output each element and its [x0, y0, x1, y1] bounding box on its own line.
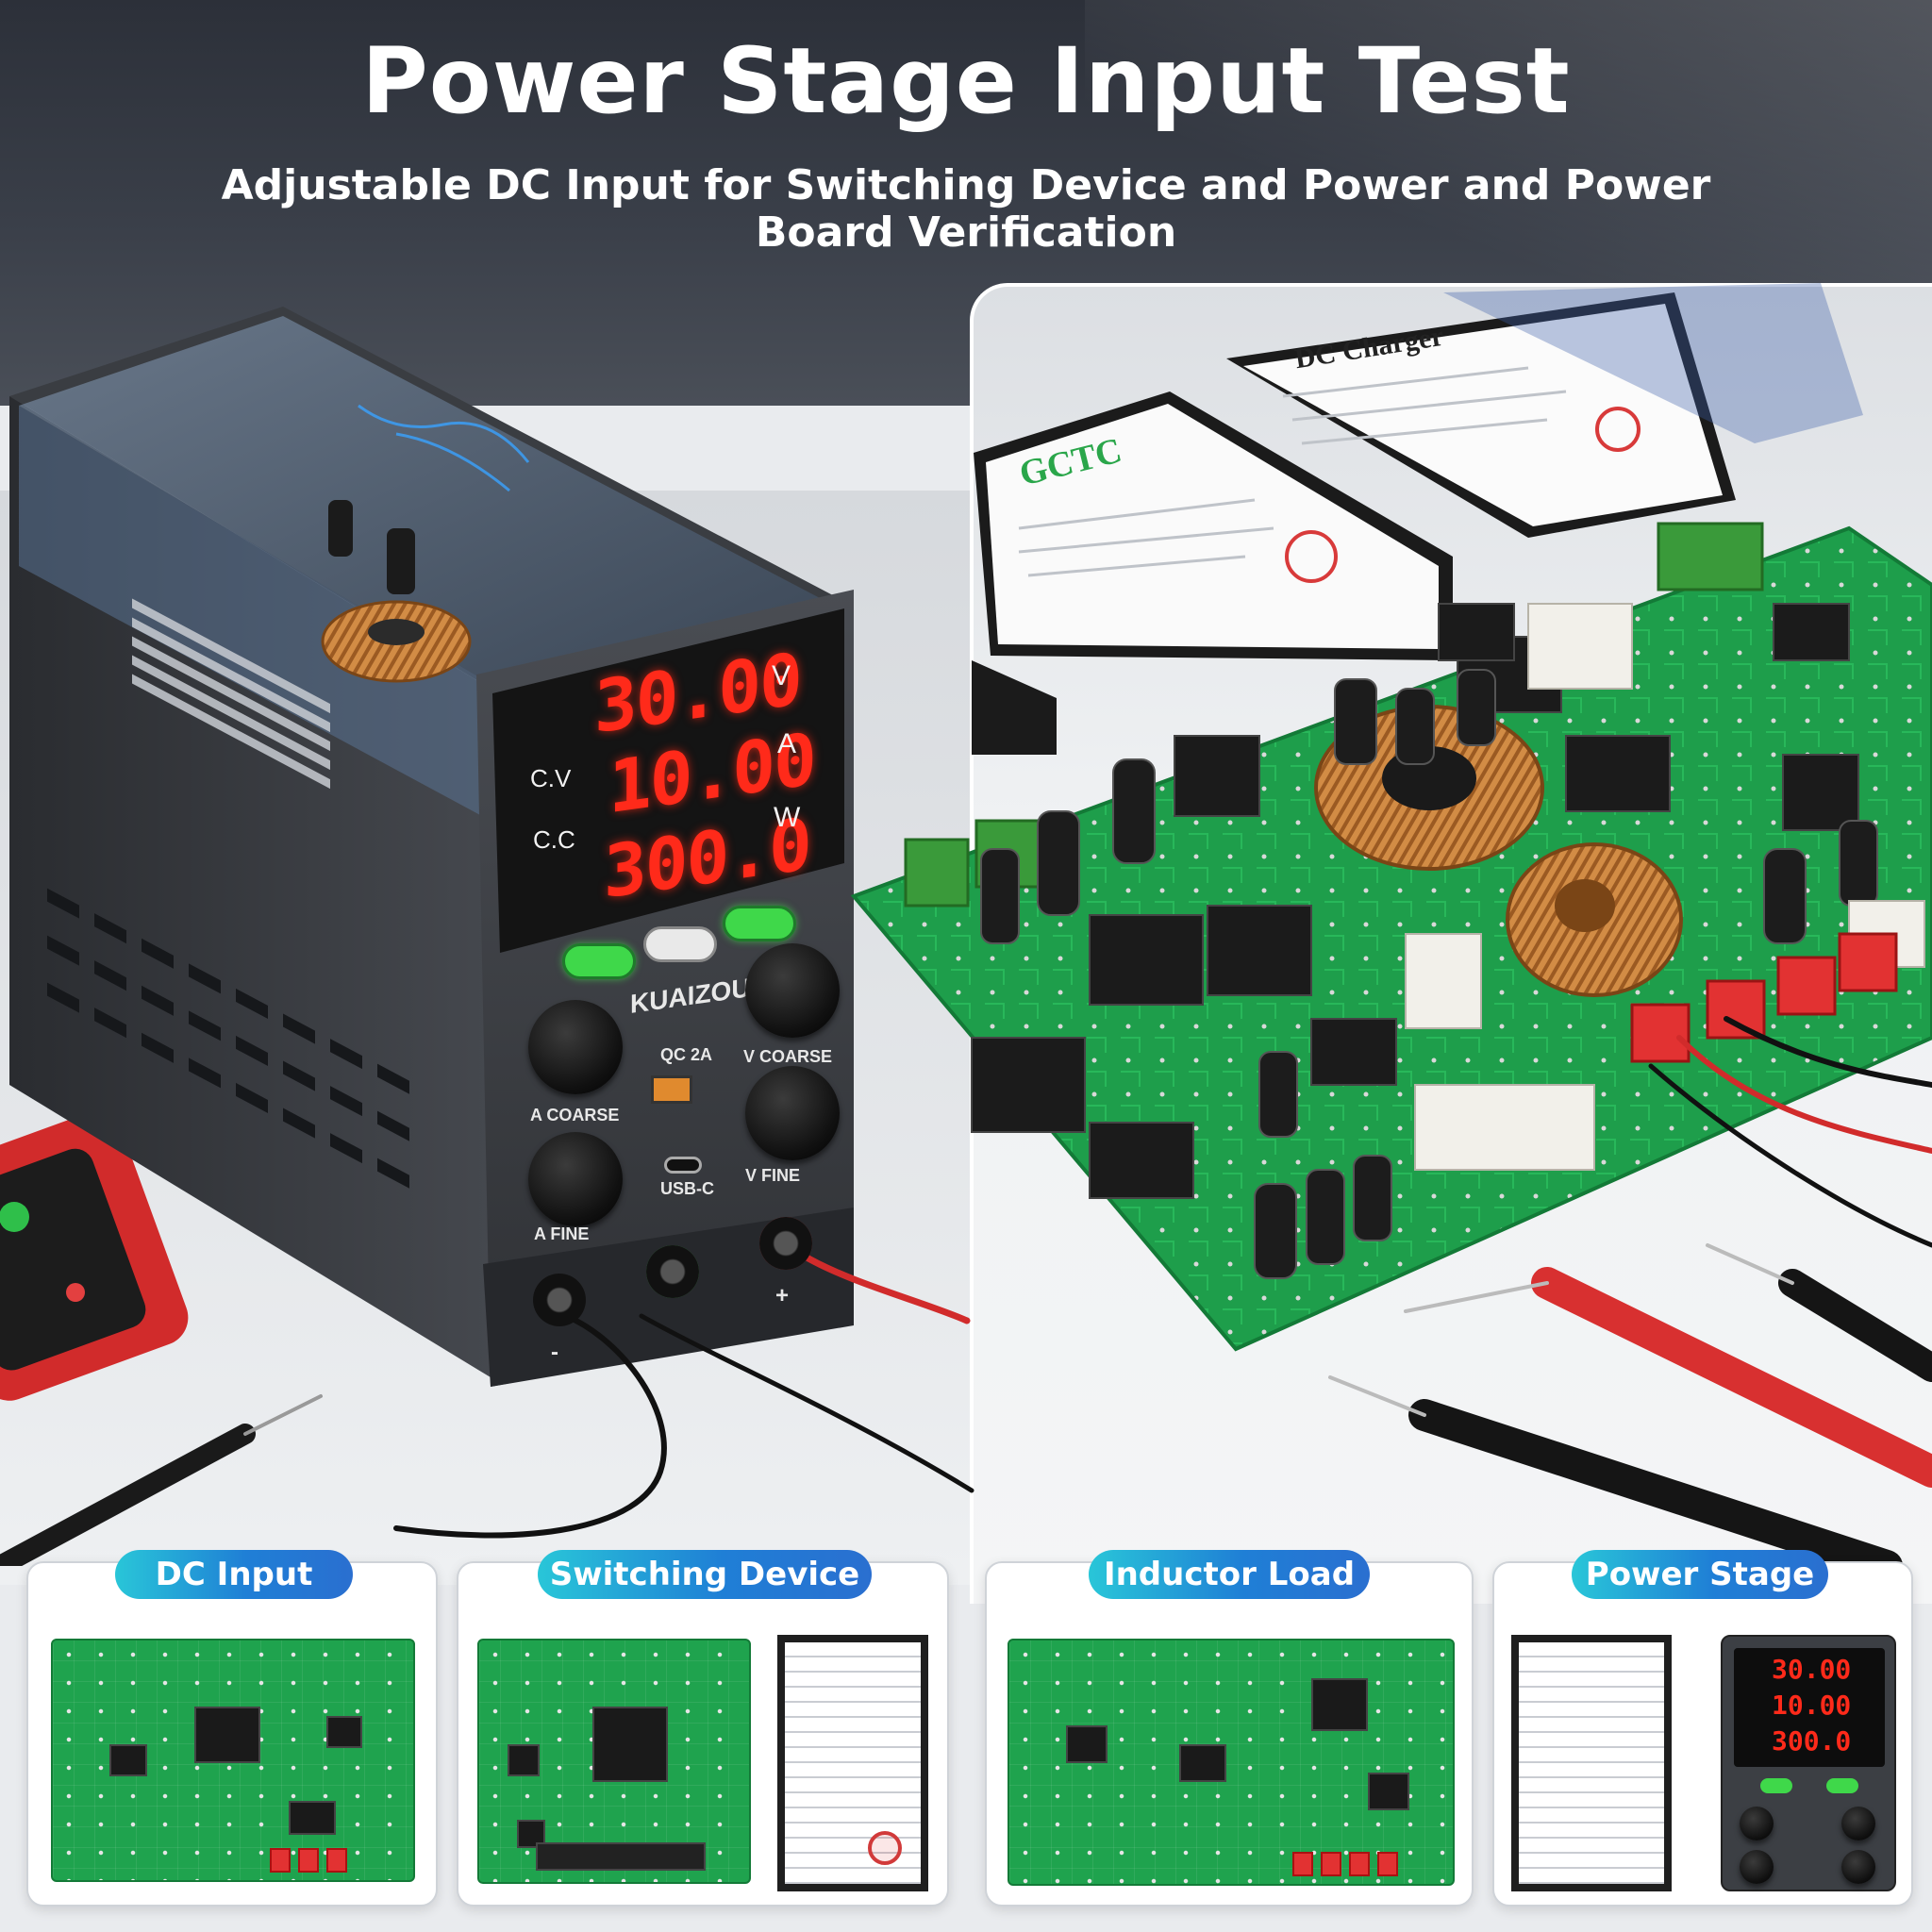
unit-voltage: V	[772, 660, 791, 691]
ground-terminal[interactable]	[646, 1245, 699, 1298]
positive-terminal[interactable]	[759, 1217, 812, 1270]
mini-display-line2: 10.00	[1772, 1690, 1852, 1721]
usb-c-port[interactable]	[664, 1157, 702, 1174]
card-mini-psu-image: 30.00 10.00 300.0	[1721, 1635, 1896, 1891]
output-button[interactable]	[562, 943, 636, 979]
usb-a-port[interactable]	[651, 1075, 692, 1104]
pcb-red-terminal	[1377, 1852, 1398, 1876]
terminal-neg-label: -	[551, 1340, 558, 1365]
card-certificate-image	[1511, 1635, 1672, 1891]
mini-display-line1: 30.00	[1772, 1654, 1852, 1685]
negative-terminal[interactable]	[533, 1274, 586, 1326]
mini-display-line3: 300.0	[1772, 1725, 1852, 1757]
pcb-red-terminal	[298, 1848, 319, 1873]
card-pcb-image	[1008, 1639, 1455, 1886]
unit-power: W	[774, 802, 801, 833]
mini-psu-knob	[1740, 1807, 1774, 1840]
certificate-seal	[868, 1831, 902, 1865]
card-certificate-image	[777, 1635, 928, 1891]
mini-psu-knob	[1841, 1850, 1875, 1884]
page-subtitle: Adjustable DC Input for Switching Device…	[221, 161, 1711, 257]
pcb-chip	[326, 1716, 362, 1748]
test-leads-right	[1328, 1016, 1932, 1566]
mini-psu-button	[1760, 1778, 1792, 1793]
multimeter	[0, 1111, 189, 1401]
card-label-inductor-load: Inductor Load	[1089, 1550, 1370, 1599]
usb-a-label: QC 2A	[660, 1045, 713, 1064]
knob-current-label: A COARSE	[530, 1106, 620, 1124]
card-switching-device: Switching Device	[457, 1550, 949, 1907]
pcb-red-terminal	[270, 1848, 291, 1873]
mini-psu-button	[1826, 1778, 1858, 1793]
scene-illustration	[0, 283, 1932, 1566]
pcb-chip	[194, 1707, 260, 1763]
card-label-switching-device: Switching Device	[538, 1550, 872, 1599]
card-power-stage: Power Stage 30.00 10.00 300.0	[1492, 1550, 1913, 1907]
pcb-chip	[1368, 1773, 1409, 1810]
terminal-pos-label: +	[775, 1283, 790, 1308]
pcb-chip	[508, 1744, 540, 1776]
mini-psu-knob	[1841, 1807, 1875, 1840]
card-dc-input: DC Input	[26, 1550, 438, 1907]
page-title: Power Stage Input Test	[361, 28, 1571, 134]
card-pcb-image	[477, 1639, 751, 1884]
pcb-red-terminal	[1321, 1852, 1341, 1876]
pcb-chip	[1066, 1725, 1108, 1763]
pcb-red-terminal	[1292, 1852, 1313, 1876]
voltage-coarse-knob[interactable]	[745, 943, 840, 1038]
current-fine-knob[interactable]	[528, 1132, 623, 1226]
voltage-fine-knob[interactable]	[745, 1066, 840, 1160]
knob-voltage-label: V COARSE	[743, 1047, 833, 1066]
pcb-chip	[1311, 1678, 1368, 1731]
pcb-red-terminal	[326, 1848, 347, 1873]
current-coarse-knob[interactable]	[528, 1000, 623, 1094]
mini-psu-display: 30.00 10.00 300.0	[1734, 1648, 1885, 1767]
pcb-red-terminal	[1349, 1852, 1370, 1876]
pcb-terminal-row	[536, 1842, 706, 1871]
card-pcb-image	[51, 1639, 415, 1882]
mini-psu-knob	[1740, 1850, 1774, 1884]
pcb-chip	[109, 1744, 147, 1776]
certificate-docs	[972, 283, 1863, 755]
mode-cv-indicator: C.V	[530, 764, 572, 792]
knob-fine-a-label: A FINE	[534, 1224, 590, 1243]
knob-fine-v-label: V FINE	[745, 1166, 801, 1185]
test-leads-left	[0, 1251, 974, 1566]
header-glow	[1085, 0, 1932, 283]
pcb-chip	[289, 1801, 336, 1835]
power-supply-body	[9, 307, 854, 1387]
lock-button[interactable]	[643, 926, 717, 962]
mode-cc-indicator: C.C	[533, 825, 575, 854]
pcb-chip	[517, 1820, 545, 1848]
pcb-chip	[592, 1707, 668, 1782]
pcb-chip	[1179, 1744, 1226, 1782]
unit-current: A	[777, 728, 797, 759]
main-pcb	[850, 522, 1932, 1352]
card-label-dc-input: DC Input	[115, 1550, 353, 1599]
card-inductor-load: Inductor Load	[985, 1550, 1474, 1907]
memory-button[interactable]	[723, 906, 796, 941]
card-label-power-stage: Power Stage	[1572, 1550, 1828, 1599]
usb-c-label: USB-C	[660, 1179, 714, 1198]
